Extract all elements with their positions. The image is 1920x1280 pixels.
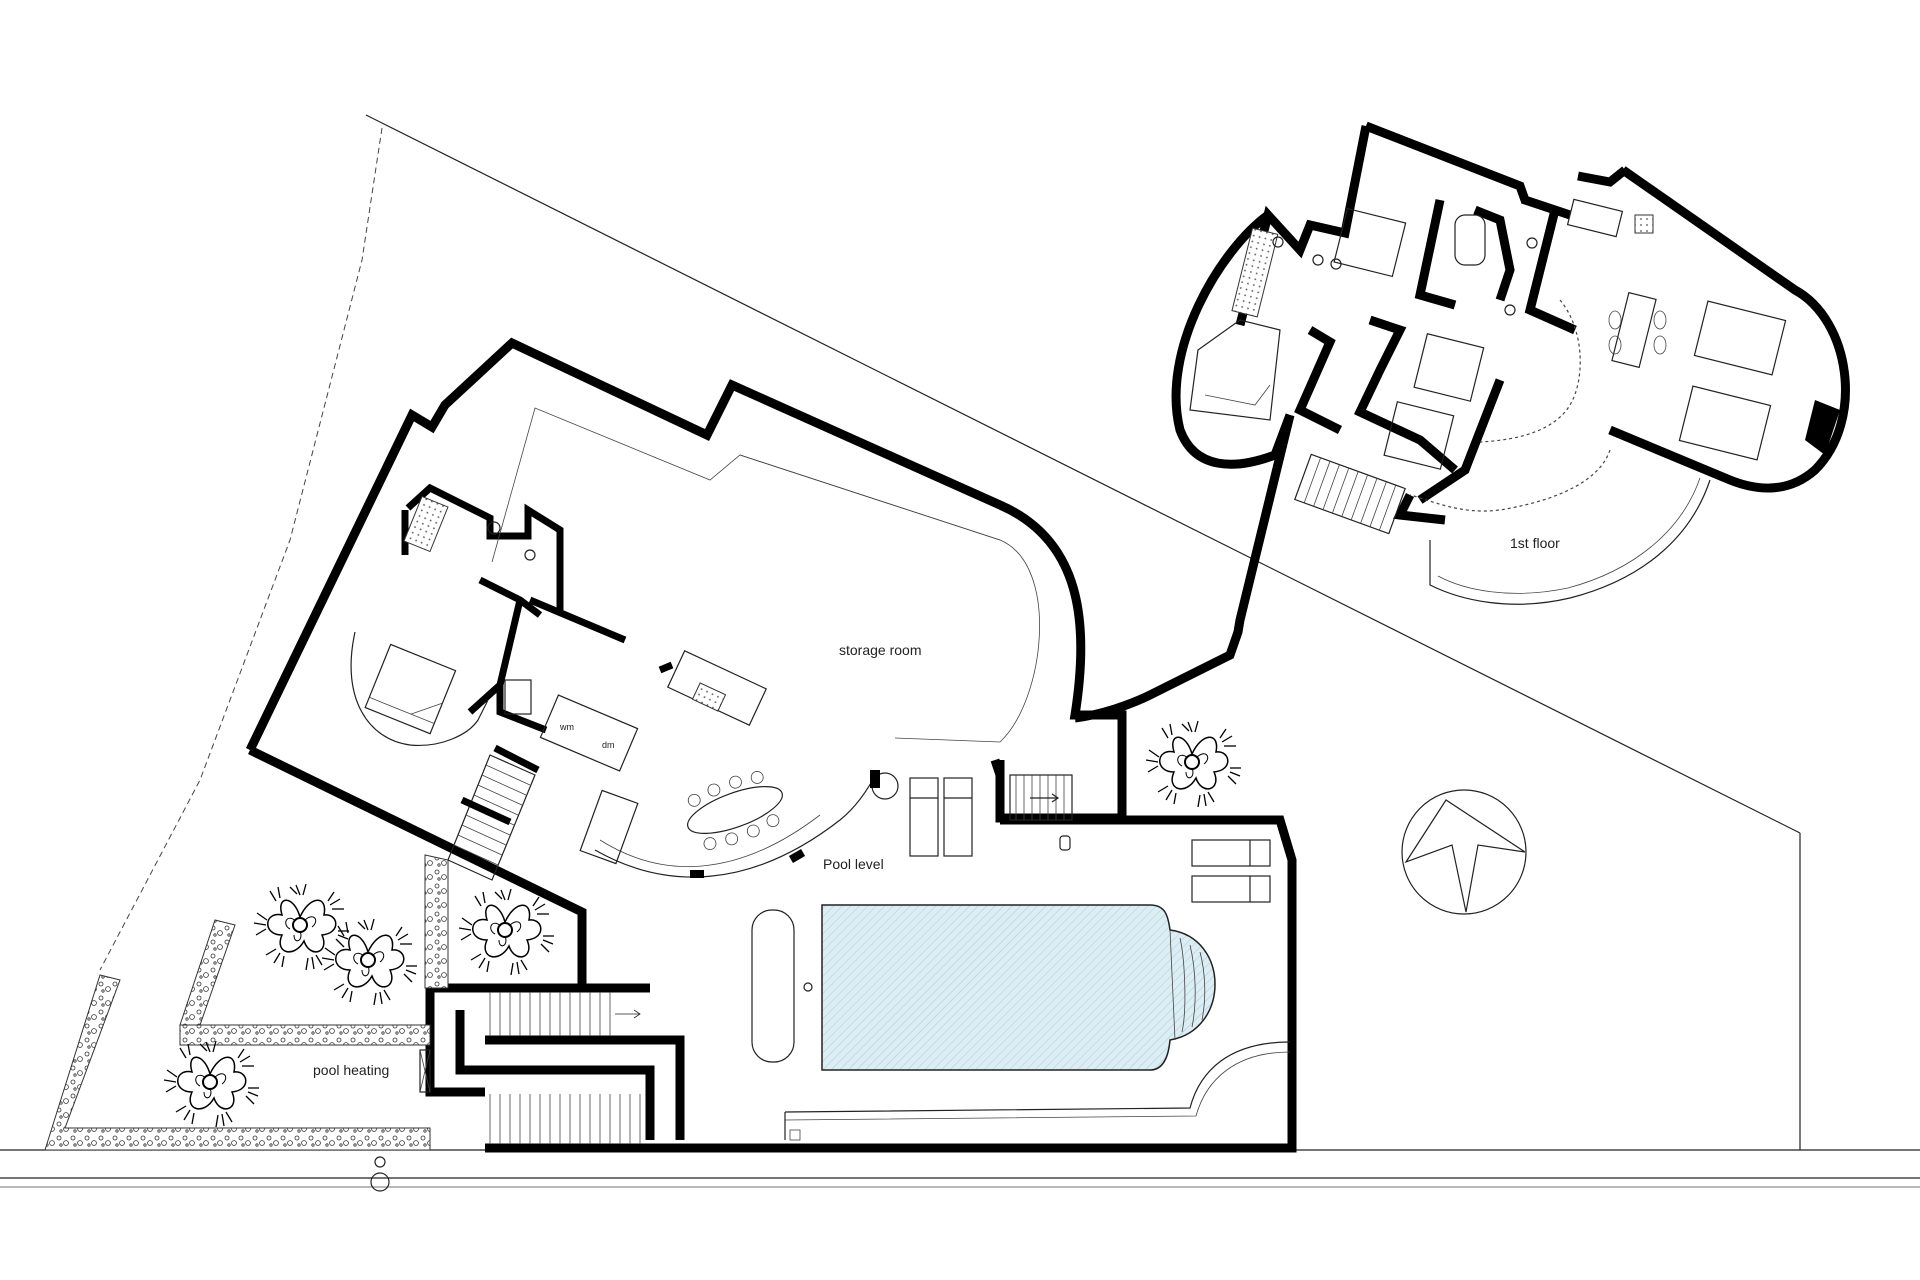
pool-level-building	[245, 337, 1127, 988]
dining-table-icon	[687, 771, 783, 850]
first-floor-plan	[1074, 121, 1850, 723]
north-arrow-icon	[1401, 789, 1527, 915]
pool-heating-label: pool heating	[313, 1062, 390, 1078]
swimming-pool	[751, 904, 1291, 1141]
staircase-icon	[1009, 774, 1073, 821]
storage-room-label: storage room	[839, 642, 922, 658]
sun-lounger-icon	[909, 777, 1271, 903]
pool-level-label: Pool level	[823, 856, 884, 872]
bed-icon	[364, 643, 457, 735]
staircase-icon	[447, 744, 540, 881]
stone-garden-wall	[44, 854, 449, 1151]
dryer-label: dm	[602, 740, 615, 750]
staircase-icon	[489, 992, 641, 1144]
first-floor-label: 1st floor	[1510, 535, 1560, 551]
washing-machine-label: wm	[560, 722, 574, 732]
staircase-icon	[1294, 453, 1406, 535]
